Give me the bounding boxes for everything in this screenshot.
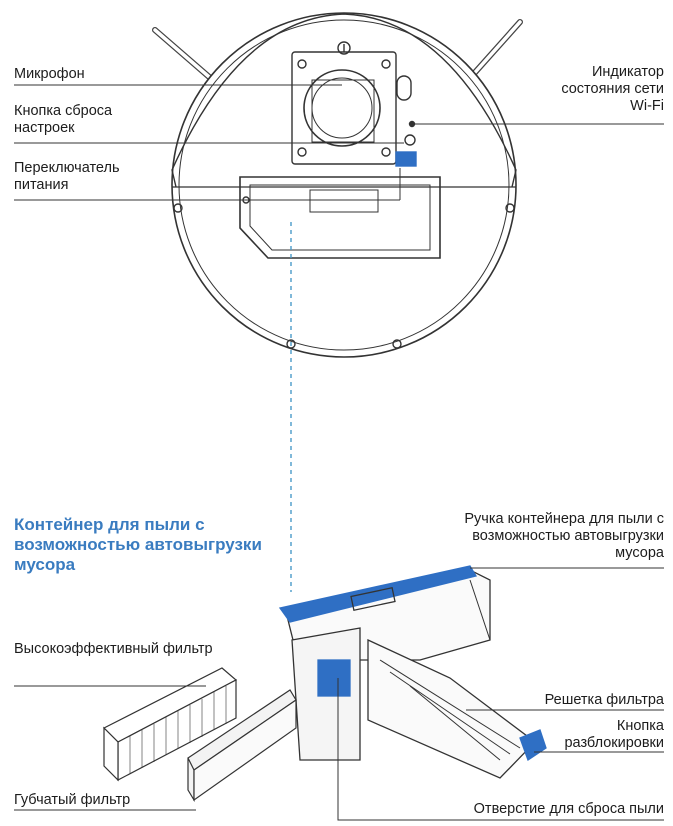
reset-button-shape bbox=[404, 134, 416, 146]
bin-slot bbox=[239, 176, 441, 259]
unlock-button-label: Кнопка разблокировки bbox=[564, 718, 664, 751]
wifi-indicator-label: Индикатор состояния сети Wi-Fi bbox=[561, 64, 664, 114]
wifi-indicator-housing bbox=[396, 75, 412, 101]
robot-leader-lines bbox=[14, 84, 664, 201]
bin-handle-highlight bbox=[278, 565, 478, 623]
dust-outlet-label: Отверстие для сброса пыли bbox=[473, 801, 664, 817]
dust-outlet-shape bbox=[317, 659, 351, 697]
filter-grid-label: Решетка фильтра bbox=[544, 692, 664, 708]
dust-bin bbox=[278, 565, 547, 779]
unlock-button-shape bbox=[519, 729, 547, 761]
hepa-filter-label: Высокоэффективный фильтр bbox=[14, 641, 213, 657]
lid-plate bbox=[291, 51, 397, 165]
power-switch-shape bbox=[395, 151, 417, 167]
microphone-label: Микрофон bbox=[14, 66, 85, 82]
sponge-filter-label: Губчатый фильтр bbox=[14, 792, 131, 808]
bin-leader-lines bbox=[14, 567, 664, 821]
power-switch-label: Переключатель питания bbox=[14, 160, 120, 193]
right-side-brush-inner bbox=[468, 20, 522, 80]
reset-button-label: Кнопка сброса настроек bbox=[14, 103, 113, 136]
microphone-ring bbox=[303, 69, 381, 147]
dust-bin-title: Контейнер для пыли с возможностью автовы… bbox=[14, 515, 262, 574]
handle-label: Ручка контейнера для пыли с возможностью… bbox=[464, 511, 664, 561]
left-side-brush-inner bbox=[153, 28, 217, 84]
robot-vacuum bbox=[152, 12, 523, 358]
